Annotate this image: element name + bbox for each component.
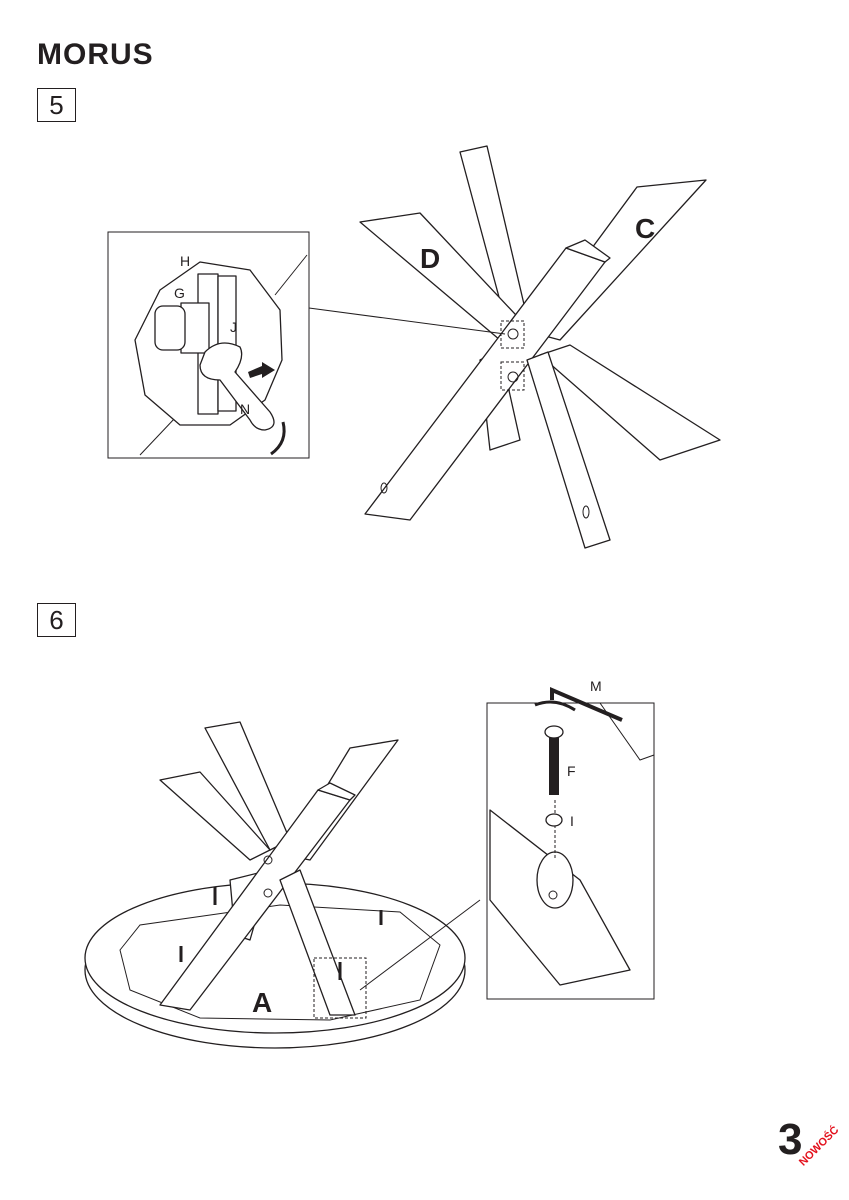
part-label-g: G bbox=[174, 285, 185, 301]
rotate-arrow-icon bbox=[270, 421, 286, 456]
step-5-leg-assembly bbox=[308, 145, 721, 549]
wrench-n bbox=[199, 342, 275, 431]
part-label-f: F bbox=[567, 763, 576, 779]
product-title: MORUS bbox=[37, 38, 154, 71]
washer-i bbox=[545, 813, 563, 827]
screws bbox=[179, 887, 383, 980]
allen-key-m bbox=[550, 686, 623, 722]
leg-front-lower bbox=[526, 351, 611, 549]
part-label-d: D bbox=[420, 243, 440, 274]
page-number: 3 bbox=[778, 1115, 803, 1164]
part-label-n: N bbox=[240, 401, 250, 417]
part-label-a: A bbox=[252, 987, 272, 1018]
part-label-c: C bbox=[635, 213, 655, 244]
push-arrow-icon bbox=[248, 362, 275, 378]
part-label-i: I bbox=[570, 813, 574, 829]
leg-c-lower bbox=[539, 344, 721, 461]
part-label-j: J bbox=[230, 319, 237, 335]
part-label-m: M bbox=[590, 678, 602, 694]
step-5-detail-inset bbox=[107, 231, 310, 459]
leg-left bbox=[159, 771, 271, 861]
bolt-f bbox=[549, 735, 559, 795]
rotate-arrow-icon bbox=[534, 700, 576, 712]
step-6-detail-inset bbox=[486, 686, 655, 1000]
part-label-h: H bbox=[180, 253, 190, 269]
step-6-table-assembly bbox=[84, 721, 481, 1049]
step-5-number: 5 bbox=[37, 88, 76, 122]
step-6-number: 6 bbox=[37, 603, 76, 637]
leg-front-lower bbox=[279, 869, 356, 1016]
